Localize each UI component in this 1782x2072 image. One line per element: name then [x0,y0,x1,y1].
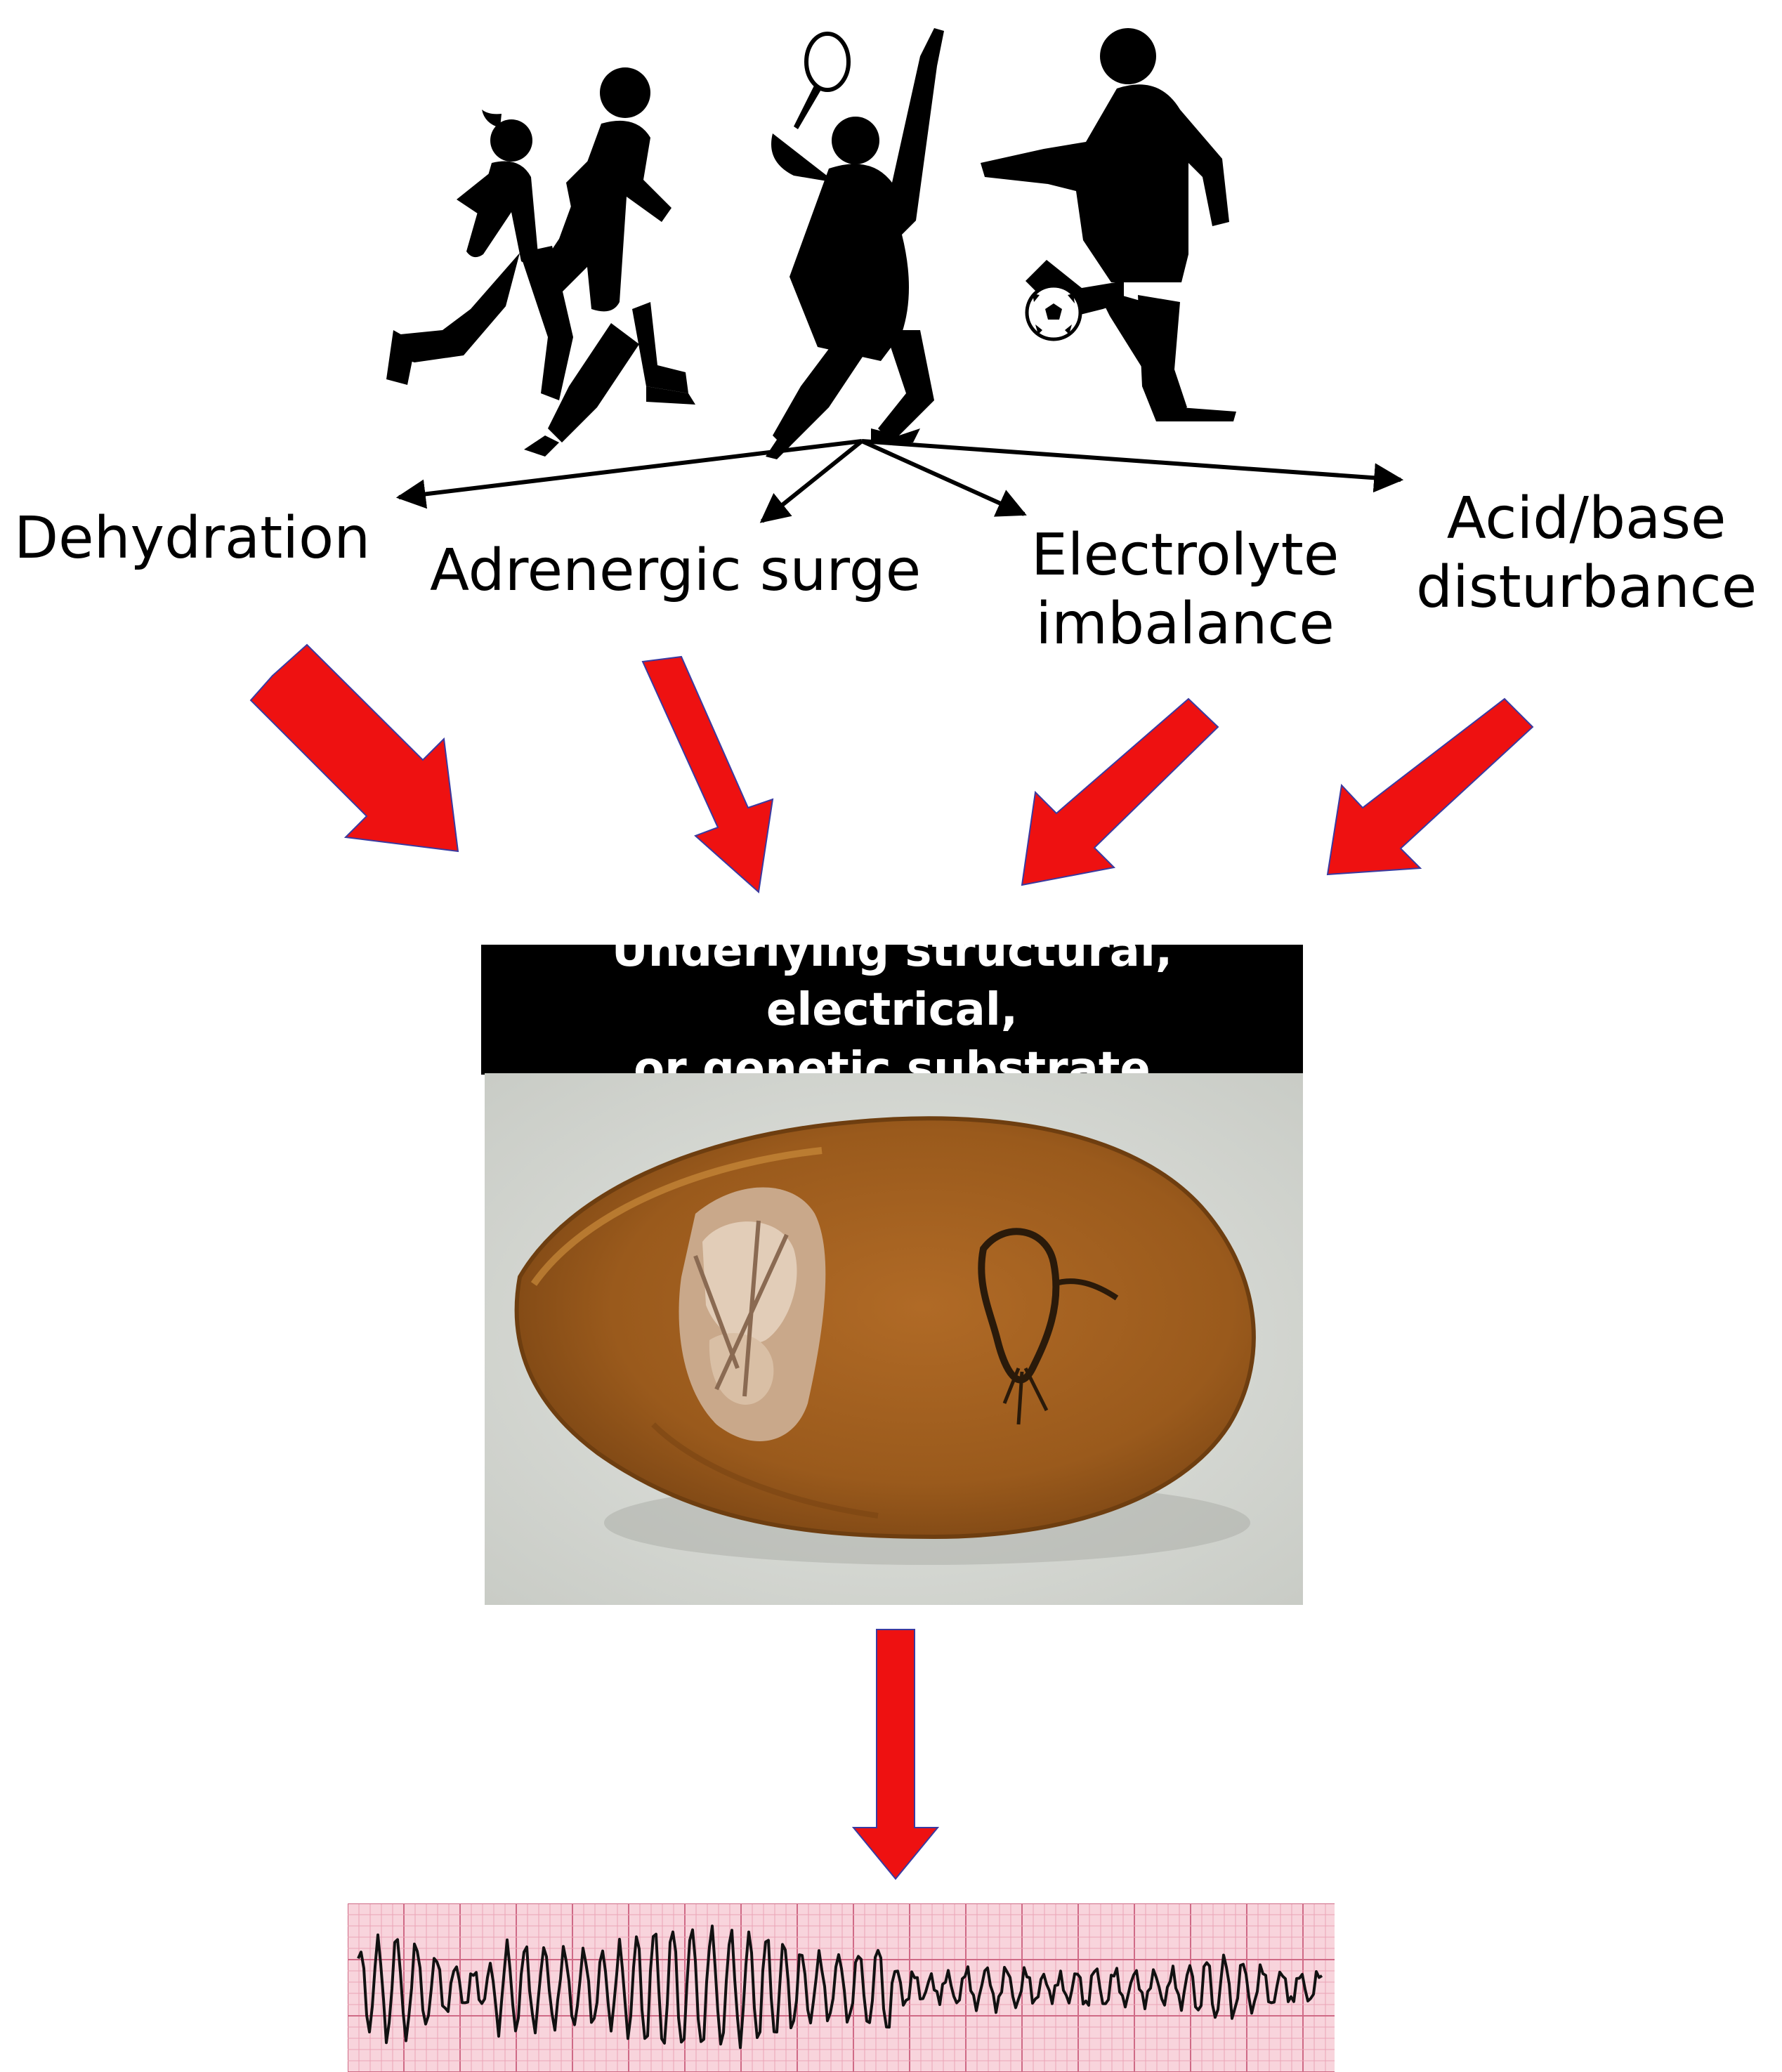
substrate-header: Underlying structural, electrical, or ge… [481,925,1303,1095]
red-arrow-electrolyte [1021,697,1219,886]
branch-arrows [395,439,1404,523]
heart-cross-section-image [485,1073,1303,1605]
trigger-acidbase-line-1: Acid/base [1446,485,1727,552]
red-arrow-down [851,1629,940,1880]
tennis-player-icon [766,28,944,459]
red-arrow-dehydration [249,643,459,853]
soccer-player-icon [981,28,1236,421]
red-arrow-adrenergic [641,655,774,893]
trigger-electrolyte-imbalance: Electrolyte imbalance [1031,521,1339,660]
trigger-dehydration: Dehydration [14,504,370,573]
trigger-electrolyte-line-2: imbalance [1035,591,1335,658]
trigger-acidbase-line-2: disturbance [1416,554,1757,622]
trigger-acid-base-disturbance: Acid/base disturbance [1416,485,1757,623]
ecg-trace [357,1925,1323,2050]
trigger-adrenergic-line: Adrenergic surge [430,537,922,604]
ecg-strip [348,1903,1335,2072]
trigger-adrenergic-surge: Adrenergic surge [430,537,921,605]
runner-woman-icon [386,110,573,400]
red-arrow-acidbase [1326,697,1534,876]
trigger-dehydration-line: Dehydration [14,505,371,572]
converging-red-arrows [249,643,1534,893]
soccer-ball-icon [1025,284,1082,341]
runner-man-icon [524,67,695,457]
athletes-group [386,28,1236,459]
trigger-electrolyte-line-1: Electrolyte [1031,522,1339,589]
substrate-line-1: Underlying structural, electrical, [611,924,1173,1036]
